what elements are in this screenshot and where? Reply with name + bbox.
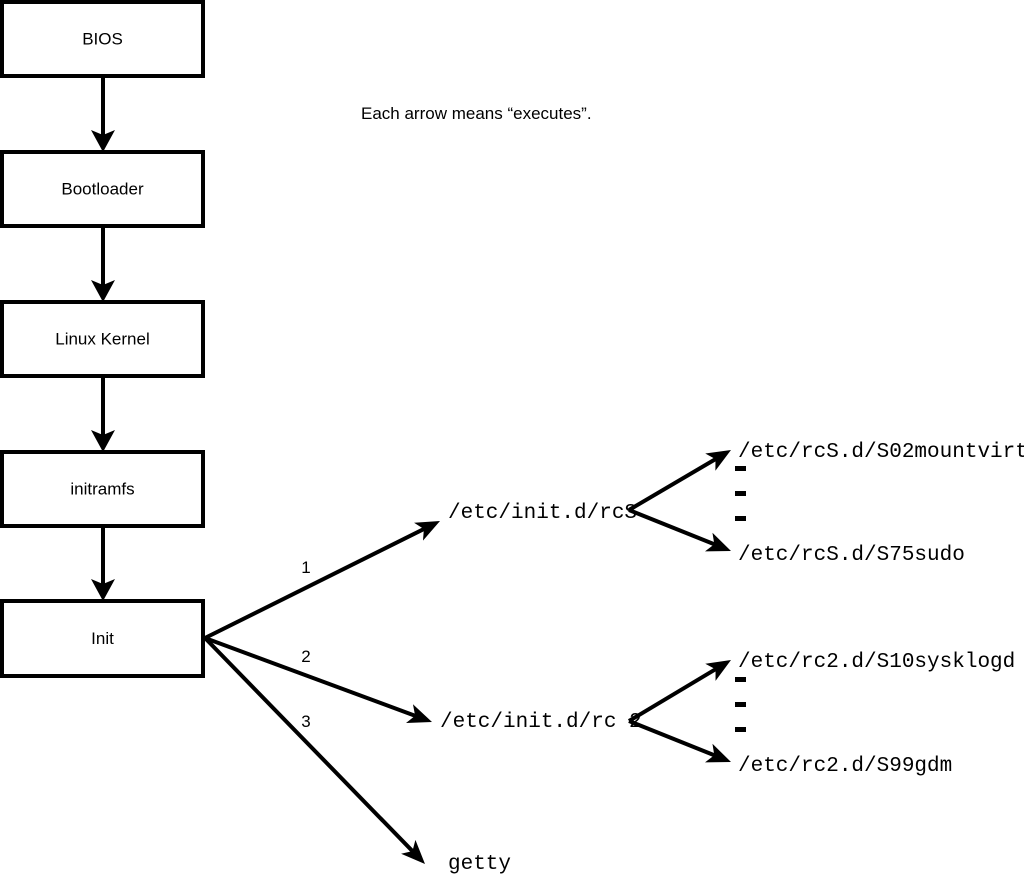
rcs-group: /etc/rcS.d/S02mountvirtfs/etc/rcS.d/S75s… — [627, 441, 1024, 567]
node-label-getty-node[interactable]: getty — [448, 853, 511, 875]
process-box-initramfs[interactable]: initramfs — [0, 450, 205, 528]
node-label-rc2-node[interactable]: /etc/init.d/rc 2 — [440, 711, 642, 734]
script-label-rcs-first: /etc/rcS.d/S02mountvirtfs — [738, 441, 1024, 464]
edge-line-init-to-rc2 — [204, 636, 417, 718]
arrow-head-bootloader-to-kernel — [91, 280, 115, 302]
arrow-head-init-to-rc2 — [406, 704, 432, 724]
arrow-head-rcs-last — [705, 532, 731, 552]
arrow-head-kernel-to-initramfs — [91, 430, 115, 452]
script-subgroups-group: /etc/rcS.d/S02mountvirtfs/etc/rcS.d/S75s… — [627, 441, 1024, 778]
arrow-head-rcs-first — [705, 450, 731, 471]
ellipsis-dash-rcs-group-1 — [735, 466, 746, 471]
edge-bootloader-to-kernel — [91, 226, 115, 302]
box-outline-init — [0, 599, 205, 678]
ellipsis-dash-rc2-group-1 — [735, 677, 746, 682]
edge-rcs-first: /etc/rcS.d/S02mountvirtfs — [627, 441, 1024, 512]
node-label-rcs-node[interactable]: /etc/init.d/rcS — [448, 502, 637, 525]
mid-node-labels-group: /etc/init.d/rcS/etc/init.d/rc 2 getty — [440, 502, 642, 875]
script-label-rcs-last: /etc/rcS.d/S75sudo — [738, 544, 965, 567]
arrow-head-initramfs-to-init — [91, 579, 115, 601]
box-label-init: Init — [91, 629, 114, 648]
ellipsis-dash-rcs-group-3 — [735, 516, 746, 521]
edge-rc2-first: /etc/rc2.d/S10sysklogd — [627, 651, 1015, 723]
arrow-head-bios-to-bootloader — [91, 130, 115, 152]
rc2-group: /etc/rc2.d/S10sysklogd/etc/rc2.d/S99gdm — [627, 651, 1015, 778]
ellipsis-dash-rc2-group-2 — [735, 702, 746, 707]
box-label-bootloader: Bootloader — [61, 179, 144, 198]
edge-number-label-init-to-getty: 3 — [301, 712, 310, 731]
legend-note: Each arrow means “executes”. — [361, 104, 592, 123]
edge-line-init-to-getty — [203, 636, 415, 854]
box-outline-kernel — [0, 300, 205, 378]
edge-initramfs-to-init — [91, 526, 115, 601]
box-label-kernel: Linux Kernel — [55, 329, 150, 348]
arrow-head-init-to-rcs — [414, 521, 440, 541]
arrow-head-rc2-first — [705, 660, 731, 681]
edge-init-to-rcs: 1 — [204, 521, 440, 640]
process-box-kernel[interactable]: Linux Kernel — [0, 300, 205, 378]
box-outline-bios — [0, 0, 205, 78]
edge-line-rcs-last — [628, 508, 717, 547]
box-label-initramfs: initramfs — [70, 479, 134, 498]
process-box-init[interactable]: Init — [0, 599, 205, 678]
ellipsis-dash-rcs-group-2 — [735, 491, 746, 496]
init-fanout-group: 1 2 3 — [203, 521, 440, 864]
process-box-bios[interactable]: BIOS — [0, 0, 205, 78]
edge-kernel-to-initramfs — [91, 376, 115, 452]
edge-line-init-to-rcs — [204, 526, 426, 640]
edge-line-rcs-first — [627, 456, 719, 512]
edge-line-rc2-first — [627, 666, 719, 723]
script-label-rc2-first: /etc/rc2.d/S10sysklogd — [738, 651, 1015, 674]
process-box-bootloader[interactable]: Bootloader — [0, 150, 205, 228]
arrow-head-rc2-last — [705, 743, 731, 763]
edge-number-label-init-to-rc2: 2 — [301, 647, 310, 666]
edge-number-label-init-to-rcs: 1 — [301, 558, 310, 577]
edge-rc2-last: /etc/rc2.d/S99gdm — [628, 719, 952, 778]
box-outline-initramfs — [0, 450, 205, 528]
script-label-rc2-last: /etc/rc2.d/S99gdm — [738, 755, 952, 778]
edge-bios-to-bootloader — [91, 76, 115, 152]
edge-init-to-getty: 3 — [203, 636, 425, 864]
box-label-bios: BIOS — [82, 29, 123, 48]
edge-init-to-rc2: 2 — [204, 636, 432, 724]
vertical-edges-group — [91, 76, 115, 601]
ellipsis-dash-rc2-group-3 — [735, 727, 746, 732]
arrow-head-init-to-getty — [401, 839, 425, 864]
edge-rcs-last: /etc/rcS.d/S75sudo — [628, 508, 965, 567]
edge-line-rc2-last — [628, 719, 717, 758]
